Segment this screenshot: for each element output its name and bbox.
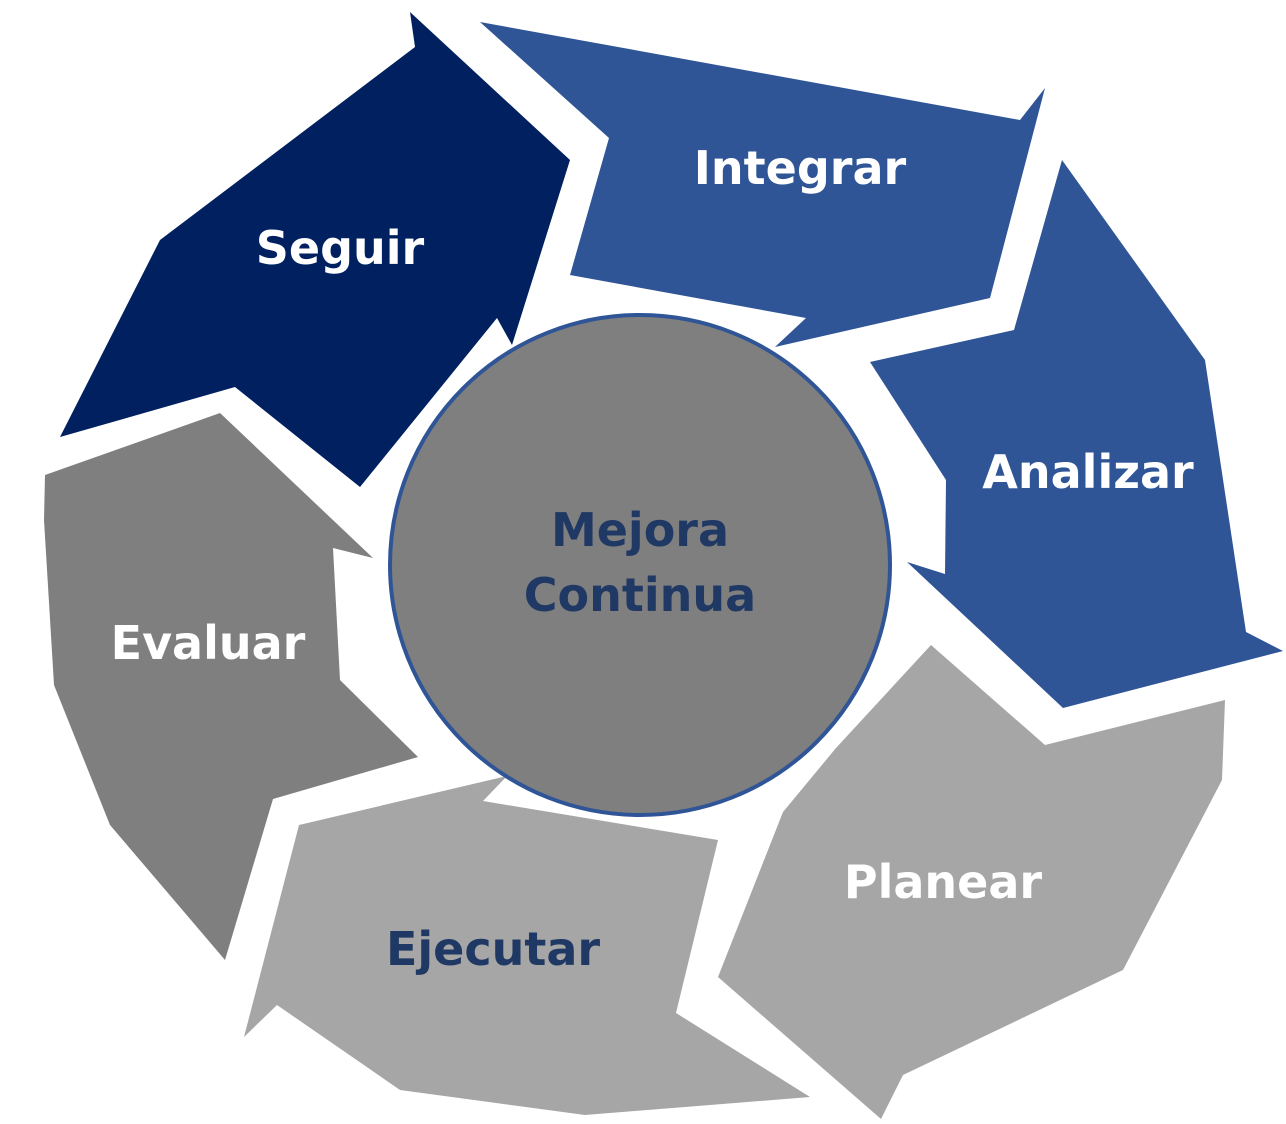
center-circle	[388, 313, 892, 817]
center-label-line1: Mejora	[551, 503, 729, 557]
arrow-planear	[718, 645, 1225, 1119]
arrow-integrar	[480, 22, 1045, 347]
step-label-evaluar: Evaluar	[111, 616, 306, 670]
step-label-planear: Planear	[844, 855, 1043, 909]
step-label-seguir: Seguir	[256, 221, 425, 275]
step-label-integrar: Integrar	[694, 141, 907, 195]
step-label-analizar: Analizar	[982, 445, 1194, 499]
step-label-ejecutar: Ejecutar	[386, 922, 600, 976]
arrow-evaluar	[44, 413, 418, 960]
arrow-ejecutar	[244, 776, 810, 1115]
arrow-analizar	[870, 160, 1283, 708]
cycle-arrows	[44, 12, 1283, 1119]
arrow-seguir	[60, 12, 570, 487]
center-label-line2: Continua	[524, 568, 756, 622]
